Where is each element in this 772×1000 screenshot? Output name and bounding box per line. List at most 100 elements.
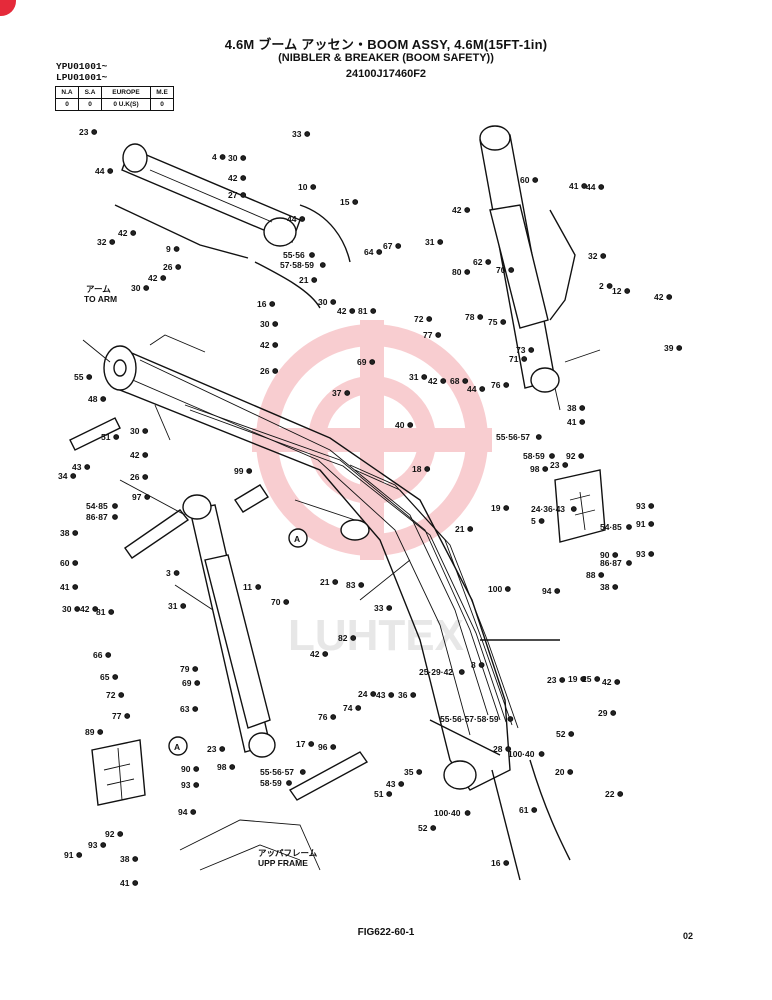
callout-part-marker — [299, 216, 306, 222]
callout-label: 81 — [358, 306, 368, 316]
callout-part-marker — [626, 524, 632, 530]
callout-label: 25·29·42 — [419, 667, 453, 677]
callout-part-marker — [332, 579, 339, 585]
callout-label: 93 — [181, 780, 191, 790]
callout-label: 41 — [569, 181, 579, 191]
callout-label: 92 — [105, 829, 115, 839]
callout-part-marker — [598, 184, 605, 190]
serial-range-1: YPU01001~ — [56, 61, 108, 72]
callout-part-marker — [192, 706, 199, 712]
callout-part-marker — [648, 503, 655, 509]
callout-part-marker — [322, 651, 329, 657]
callout-part-marker — [142, 452, 149, 458]
callout-label: 30 — [62, 604, 72, 614]
callout-label: 77 — [423, 330, 433, 340]
callout-part-marker — [500, 319, 507, 325]
callout-label: 42 — [428, 376, 438, 386]
callout-label: 31 — [409, 372, 419, 382]
callout-part-marker — [108, 609, 115, 615]
callout-part-marker — [240, 192, 247, 198]
callout-label: 40 — [395, 420, 405, 430]
callout-part-marker — [91, 129, 98, 135]
callout-part-marker — [142, 428, 149, 434]
callout-label: 77 — [112, 711, 122, 721]
callout-part-marker — [330, 299, 337, 305]
hose-bundle — [429, 719, 501, 756]
callout-label: 51 — [374, 789, 384, 799]
callout-part-marker — [437, 239, 444, 245]
figure-number: FIG622-60-1 — [357, 927, 415, 938]
callout-part-marker — [70, 473, 77, 479]
callout-label: 96 — [318, 742, 328, 752]
callout-part-marker — [142, 474, 149, 480]
callout-label: 75 — [488, 317, 498, 327]
callout-label: 98 — [530, 464, 540, 474]
callout-label: 42 — [654, 292, 664, 302]
page-subtitle: (NIBBLER & BREAKER (BOOM SAFETY)) — [278, 52, 494, 64]
callout-label: 38 — [567, 403, 577, 413]
callout-part-marker — [594, 676, 601, 682]
callout-label: 43 — [386, 779, 396, 789]
hose-bundle-2 — [491, 769, 521, 881]
callout-label: 58·59 — [260, 778, 282, 788]
callout-label: 23 — [207, 744, 217, 754]
callout-part-marker — [272, 368, 279, 374]
callout-label: 73 — [516, 345, 526, 355]
callout-part-marker — [173, 246, 180, 252]
callout-label: 26 — [163, 262, 173, 272]
callout-part-marker — [435, 332, 442, 338]
upper-frame-label-jp: アッパフレーム — [258, 848, 318, 858]
callout-part-marker — [304, 131, 311, 137]
callout-part-marker — [117, 831, 124, 837]
callout-part-marker — [97, 729, 104, 735]
callout-label: 32 — [97, 237, 107, 247]
callout-label: 54·85 — [600, 522, 622, 532]
callout-label: 32 — [588, 251, 598, 261]
callout-label: 34 — [58, 471, 68, 481]
callout-part-marker — [626, 560, 632, 566]
callout-part-marker — [92, 606, 99, 612]
callout-part-marker — [319, 262, 326, 268]
callout-part-marker — [72, 584, 79, 590]
callout-part-marker — [72, 530, 79, 536]
callout-part-marker — [559, 677, 566, 683]
callout-label: 55·56·57 — [260, 767, 294, 777]
callout-part-marker — [478, 662, 485, 668]
callout-label: 94 — [542, 586, 552, 596]
callout-label: 55·56·57·58·59 — [440, 714, 499, 724]
upper-frame-label-en: UPP FRAME — [258, 858, 308, 868]
callout-label: 24·36·43 — [531, 504, 565, 514]
callout-label: 41 — [60, 582, 70, 592]
callout-label: 30 — [130, 426, 140, 436]
callout-part-marker — [467, 526, 474, 532]
callout-part-marker — [219, 154, 226, 160]
callout-label: 100 — [488, 584, 502, 594]
callout-label: 42 — [260, 340, 270, 350]
callout-label: 29 — [598, 708, 608, 718]
callout-label: 62 — [473, 257, 483, 267]
callout-part-marker — [130, 230, 137, 236]
callout-part-marker — [398, 781, 405, 787]
callout-label: 17 — [296, 739, 306, 749]
callout-part-marker — [538, 518, 545, 524]
arm-label-jp: アーム — [86, 284, 111, 294]
callout-part-marker — [132, 856, 139, 862]
callout-part-marker — [505, 746, 512, 752]
callout-part-marker — [507, 716, 514, 722]
detail-marker-a-2 — [168, 736, 188, 756]
callout-label: 86·87 — [86, 512, 108, 522]
cover-89 — [91, 739, 146, 806]
callout-label: 42 — [118, 228, 128, 238]
callout-label: 55·56 — [283, 250, 305, 260]
callout-label: 31 — [425, 237, 435, 247]
callout-part-marker — [100, 396, 107, 402]
callout-label: 21 — [320, 577, 330, 587]
callout-part-marker — [503, 505, 510, 511]
pipe-12 — [549, 209, 576, 321]
callout-label: 3 — [166, 568, 171, 578]
callout-label: 38 — [60, 528, 70, 538]
part-number: 24100J17460F2 — [345, 68, 427, 80]
page-number: 02 — [683, 931, 694, 941]
callout-label: 90 — [181, 764, 191, 774]
